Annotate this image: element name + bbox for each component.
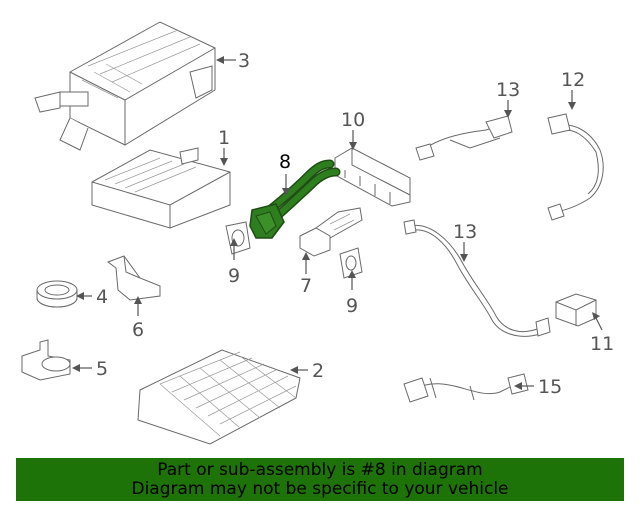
- callout-14: 13: [496, 79, 520, 101]
- callout-3: 3: [238, 50, 250, 72]
- leader-lines: [72, 56, 603, 390]
- part-6-bracket: [106, 255, 161, 301]
- part-14-harness: [415, 115, 513, 161]
- part-9-gasket-left: [225, 221, 251, 255]
- callout-15: 15: [538, 376, 562, 398]
- part-10-bracket: [334, 147, 411, 207]
- part-2-tray: [137, 349, 301, 445]
- callout-5: 5: [96, 358, 108, 380]
- callout-9-left: 9: [228, 265, 240, 287]
- callout-labels: 3 1 8 10 13 12 9 7 9 13 11 4 6 5 2 15: [96, 50, 614, 398]
- callout-2: 2: [312, 360, 324, 382]
- banner-line-2: Diagram may not be specific to your vehi…: [131, 479, 509, 499]
- part-1-converter: [91, 147, 231, 229]
- part-9-gasket-right: [339, 247, 363, 279]
- part-13-harness: [403, 219, 551, 337]
- part-8-highlighted-harness: [249, 159, 341, 239]
- info-banner: Part or sub-assembly is #8 in diagram Di…: [16, 458, 624, 501]
- part-3-inverter: [34, 21, 216, 151]
- part-4-sensor: [36, 280, 78, 308]
- callout-10: 10: [341, 109, 365, 131]
- callout-11: 11: [590, 333, 614, 355]
- callout-8: 8: [279, 151, 291, 173]
- callout-9-right: 9: [346, 295, 358, 317]
- callout-4: 4: [96, 286, 108, 308]
- callout-6: 6: [132, 319, 144, 341]
- callout-12: 12: [561, 69, 585, 91]
- callout-7: 7: [300, 275, 312, 297]
- part-15-harness: [403, 373, 529, 403]
- parts-diagram: 3 1 8 10 13 12 9 7 9 13 11 4 6 5 2 15: [21, 21, 614, 445]
- banner-line-1: Part or sub-assembly is #8 in diagram: [157, 460, 483, 480]
- part-7-connector: [299, 207, 363, 257]
- callout-1: 1: [218, 127, 230, 149]
- part-12-harness: [547, 113, 604, 221]
- part-5-sensor: [21, 339, 71, 381]
- part-11-connector: [555, 293, 597, 327]
- callout-13: 13: [453, 221, 477, 243]
